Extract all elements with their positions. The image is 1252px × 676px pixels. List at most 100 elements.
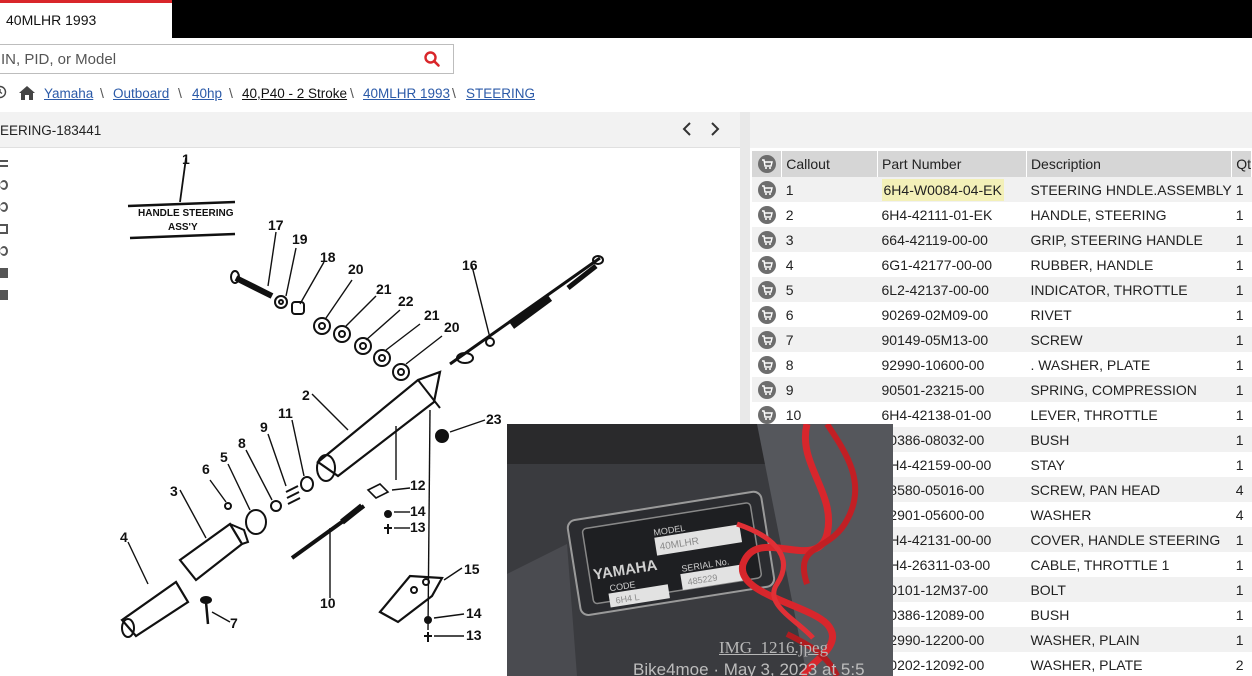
- search-icon[interactable]: [423, 50, 441, 68]
- callout-label[interactable]: 9: [260, 419, 268, 435]
- part-number-cell[interactable]: 6H4-26311-03-00: [877, 552, 1027, 577]
- callout-label[interactable]: 2: [302, 387, 310, 403]
- part-number-cell[interactable]: 6H4-W0084-04-EK: [877, 177, 1027, 202]
- part-number[interactable]: 92990-10600-00: [881, 356, 985, 373]
- add-to-cart-cell[interactable]: [752, 352, 782, 377]
- breadcrumb-link-40hp[interactable]: 40hp: [192, 86, 223, 101]
- part-number[interactable]: 6H4-42159-00-00: [881, 456, 992, 473]
- part-number-cell[interactable]: 6H4-42159-00-00: [877, 452, 1027, 477]
- part-number-cell[interactable]: 90386-12089-00: [877, 602, 1027, 627]
- cart-icon[interactable]: [758, 180, 776, 199]
- cart-icon[interactable]: [758, 330, 776, 349]
- cart-icon[interactable]: [758, 305, 776, 324]
- add-to-cart-cell[interactable]: [752, 252, 782, 277]
- callout-label[interactable]: 23: [486, 411, 502, 427]
- zoom-in-icon[interactable]: [0, 180, 8, 190]
- part-number-cell[interactable]: 92990-12200-00: [877, 627, 1027, 652]
- zoom-out-icon[interactable]: [0, 202, 8, 212]
- cart-icon[interactable]: [758, 255, 776, 274]
- part-number-cell[interactable]: 6H4-42138-01-00: [877, 402, 1027, 427]
- tab-active-model[interactable]: 40MLHR 1993: [0, 0, 172, 38]
- callout-label[interactable]: 20: [348, 261, 364, 277]
- cart-icon[interactable]: [758, 230, 776, 249]
- cart-all-header[interactable]: [752, 151, 783, 177]
- part-number-cell[interactable]: 90501-23215-00: [877, 377, 1027, 402]
- callout-label[interactable]: 20: [444, 319, 460, 335]
- part-number-cell[interactable]: 664-42119-00-00: [877, 227, 1027, 252]
- part-number-cell[interactable]: 90269-02M09-00: [877, 302, 1027, 327]
- part-number-cell[interactable]: 6H4-42131-00-00: [877, 527, 1027, 552]
- column-header-callout[interactable]: Callout: [781, 151, 879, 177]
- callout-label[interactable]: 14: [466, 605, 482, 621]
- breadcrumb-link-outboard[interactable]: Outboard: [113, 86, 170, 101]
- callout-label[interactable]: 15: [464, 561, 480, 577]
- part-number-cell[interactable]: 98580-05016-00: [877, 477, 1027, 502]
- part-number[interactable]: 90202-12092-00: [881, 656, 985, 673]
- callout-label[interactable]: 11: [278, 405, 293, 421]
- part-number[interactable]: 6H4-W0084-04-EK: [881, 178, 1004, 201]
- panel-divider[interactable]: [740, 112, 750, 676]
- part-number[interactable]: 6H4-42138-01-00: [881, 406, 992, 423]
- callout-label[interactable]: 13: [410, 519, 426, 535]
- callout-label[interactable]: 13: [466, 627, 482, 643]
- reset-icon[interactable]: [0, 246, 8, 256]
- part-number-cell[interactable]: 90386-08032-00: [877, 427, 1027, 452]
- callout-label[interactable]: 6: [202, 461, 210, 477]
- callout-label[interactable]: 14: [410, 503, 426, 519]
- part-number-cell[interactable]: 6G1-42177-00-00: [877, 252, 1027, 277]
- callout-label[interactable]: 22: [398, 293, 414, 309]
- cart-icon[interactable]: [758, 280, 776, 299]
- callout-label[interactable]: 21: [376, 281, 392, 297]
- cart-icon[interactable]: [758, 380, 776, 399]
- column-header-description[interactable]: Description: [1026, 151, 1233, 177]
- chevron-left-icon[interactable]: [679, 120, 695, 138]
- part-number[interactable]: 92990-12200-00: [881, 631, 985, 648]
- part-number[interactable]: 664-42119-00-00: [881, 231, 988, 248]
- column-header-part-number[interactable]: Part Number: [877, 151, 1027, 177]
- add-to-cart-cell[interactable]: [752, 227, 782, 252]
- callout-label[interactable]: 21: [424, 307, 440, 323]
- cart-icon[interactable]: [758, 405, 776, 424]
- add-to-cart-cell[interactable]: [752, 202, 782, 227]
- callout-label[interactable]: 4: [120, 529, 128, 545]
- part-number[interactable]: 90149-05M13-00: [881, 331, 989, 348]
- callout-label[interactable]: 19: [292, 231, 308, 247]
- part-number[interactable]: 90101-12M37-00: [881, 581, 989, 598]
- menu-icon[interactable]: [0, 160, 8, 167]
- search-input[interactable]: [0, 45, 409, 73]
- callout-label[interactable]: 10: [320, 595, 336, 611]
- cart-icon[interactable]: [758, 205, 776, 224]
- callout-label[interactable]: 18: [320, 249, 336, 265]
- part-number-cell[interactable]: 92990-10600-00: [877, 352, 1027, 377]
- callout-label[interactable]: 8: [238, 435, 246, 451]
- email-icon[interactable]: [0, 290, 8, 300]
- add-to-cart-cell[interactable]: [752, 327, 782, 352]
- part-number-cell[interactable]: 90202-12092-00: [877, 652, 1027, 676]
- part-number[interactable]: 90386-08032-00: [881, 431, 985, 448]
- print-icon[interactable]: [0, 268, 8, 278]
- breadcrumb-current-series[interactable]: 40,P40 - 2 Stroke: [242, 86, 348, 101]
- part-number[interactable]: 90269-02M09-00: [881, 306, 989, 323]
- part-number[interactable]: 6L2-42137-00-00: [881, 281, 989, 298]
- part-number-cell[interactable]: 90149-05M13-00: [877, 327, 1027, 352]
- part-number-cell[interactable]: 90101-12M37-00: [877, 577, 1027, 602]
- callout-label[interactable]: 17: [268, 217, 284, 233]
- breadcrumb-link-model[interactable]: 40MLHR 1993: [363, 86, 451, 101]
- callout-label[interactable]: 3: [170, 483, 178, 499]
- callout-label[interactable]: 12: [410, 477, 426, 493]
- column-header-qty[interactable]: Qt: [1231, 151, 1252, 177]
- cart-icon[interactable]: [758, 155, 776, 174]
- chevron-right-icon[interactable]: [707, 120, 723, 138]
- part-number[interactable]: 90501-23215-00: [881, 381, 985, 398]
- add-to-cart-cell[interactable]: [752, 277, 782, 302]
- part-number[interactable]: 90386-12089-00: [881, 606, 985, 623]
